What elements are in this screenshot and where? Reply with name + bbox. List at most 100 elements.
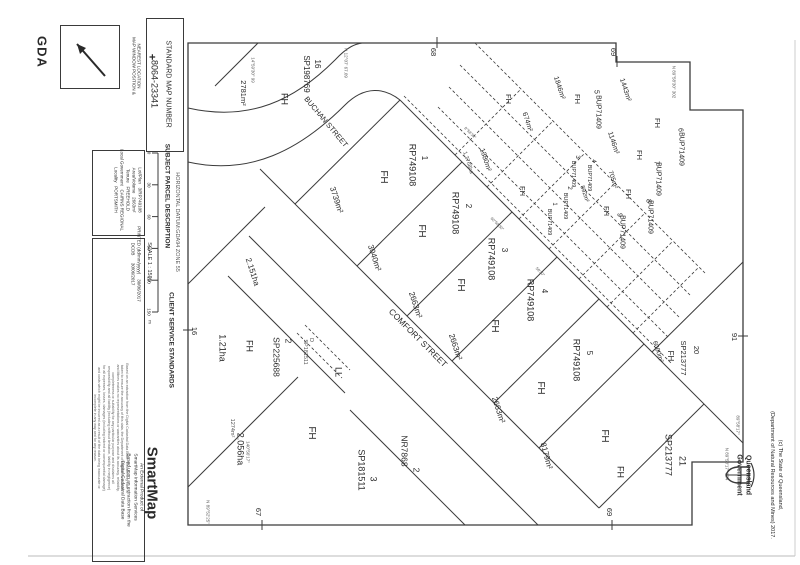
- parcel-boundary-line: [459, 64, 691, 296]
- parcel-boundary-line: [399, 99, 744, 444]
- smartmap-tagline-1: An External Product of: [138, 463, 144, 511]
- map-label: FH: [306, 426, 317, 440]
- map-label: FH: [652, 118, 662, 128]
- scale-unit: m: [147, 320, 153, 324]
- printed-label: PRINTED (dd/mm/yyyy): [136, 226, 142, 275]
- parcel-boundary-line: [538, 343, 645, 449]
- parcel-boundary-line: [187, 206, 266, 285]
- map-window-note-1: MAP WINDOW POSITION &: [131, 37, 137, 95]
- map-label: 4: [590, 159, 596, 163]
- map-label: N 89°52'25": [205, 500, 211, 524]
- printed-value: 30/06/2017: [136, 279, 142, 302]
- map-label: RP749108: [571, 338, 582, 382]
- subject-parcel-description-title: SUBJECT PARCEL DESCRIPTION: [163, 143, 171, 249]
- disclaimer-line: and costs which might be incurred as a r…: [97, 367, 102, 489]
- map-label: 2781m²: [238, 80, 248, 106]
- scale-tick-label: 120: [146, 276, 152, 284]
- map-label: 1274m²: [228, 418, 235, 438]
- scale-tick-label: 150: [146, 308, 152, 316]
- north-arrow-box: [60, 25, 120, 89]
- smartmap-tagline-3: Based upon an extraction from the: [125, 453, 131, 527]
- dcdb-value: 30/06/2017: [130, 262, 136, 286]
- standard-map-number-title: STANDARD MAP NUMBER: [164, 40, 172, 128]
- parcel-row-value: 2663m²: [131, 197, 137, 213]
- map-label: NR7868: [399, 435, 410, 467]
- dcdb-label: DCDB: [130, 242, 136, 256]
- map-label: 5: [585, 350, 594, 356]
- copyright-line-1: (c) The State of Queensland,: [776, 439, 783, 511]
- map-label: 14°59'30" 99: [250, 57, 256, 83]
- parcel-row: Lot/Plan 3/RP749108: [137, 167, 142, 212]
- map-label: FH: [489, 319, 500, 333]
- client-service-standards-title: CLIENT SERVICE STANDARDS: [167, 292, 175, 388]
- printed-date-row: PRINTED (dd/mm/yyyy) 30/06/2017: [136, 226, 141, 302]
- parcel-row-label: Area/Volume: [131, 167, 137, 194]
- map-label: BUP71409: [618, 215, 626, 249]
- map-label: SP181511: [356, 449, 367, 491]
- map-label: FH: [517, 186, 527, 196]
- map-label: 3: [574, 155, 580, 159]
- map-border: [187, 42, 744, 526]
- map-label: FH: [599, 429, 610, 443]
- parcel-boundary-line: [259, 168, 600, 509]
- map-label: FH: [503, 94, 513, 104]
- map-label: FH: [666, 350, 675, 362]
- map-label: BUP71409: [585, 164, 592, 192]
- parcel-boundary-line: [448, 86, 680, 318]
- map-label: BUP71409: [561, 192, 568, 220]
- map-label: BUP71409: [654, 162, 662, 196]
- disclaimer-line: responsibility and all liability (includ…: [106, 365, 111, 491]
- map-label: 2: [464, 203, 473, 209]
- edge-number: 69: [604, 507, 614, 517]
- parcel-boundary-line: [296, 332, 343, 379]
- map-label: SP213777: [663, 433, 674, 477]
- parcel-row-label: Local Government: [119, 148, 125, 186]
- map-label: SP213777: [678, 340, 688, 376]
- map-label: D: [307, 338, 314, 342]
- map-label: SP225688: [271, 337, 282, 377]
- parcel-boundary-line: [437, 106, 669, 338]
- map-window-note-2: NEAREST LOCATION: [136, 43, 142, 89]
- scale-tick-label: 0: [146, 151, 152, 155]
- parcel-row-value: FREEHOLD: [125, 186, 131, 212]
- map-label: FH: [279, 93, 290, 105]
- map-label: FH: [378, 170, 389, 184]
- parcel-boundary-line: [474, 42, 706, 274]
- client-service-standards-box: [92, 238, 145, 562]
- parcel-boundary-line: [451, 256, 558, 362]
- parcel-row-label: Locality: [113, 167, 119, 183]
- north-arrow-icon: [76, 43, 106, 77]
- smartmap-tagline-4: Digital Cadastral Data Base: [119, 460, 125, 520]
- parcel-boundary-line: [214, 42, 259, 87]
- map-label: 16: [313, 59, 322, 69]
- map-label: FH: [455, 278, 466, 292]
- parcel-boundary-line: [187, 376, 299, 488]
- parcel-boundary-line: [651, 261, 744, 353]
- parcel-row-value: 3/RP749108: [137, 187, 143, 213]
- parcel-boundary-line: [578, 212, 646, 280]
- map-label: 3: [368, 476, 379, 482]
- parcel-boundary-line: [304, 324, 351, 371]
- map-label: BUP71409: [677, 132, 685, 166]
- edge-number: 69: [608, 47, 618, 57]
- parcel-row: Local Government CAIRNS REGIONAL: [119, 149, 124, 231]
- queensland-government-crest: [685, 455, 755, 495]
- parcel-boundary-line: [227, 275, 346, 394]
- map-label: 140°56'17": [245, 441, 251, 463]
- disclaimer-line: completeness or suitability for any part…: [110, 372, 115, 484]
- map-label: 89°58'17": [735, 415, 741, 435]
- map-label: 2: [283, 338, 294, 344]
- disclaimer-line: for all expenses, losses, damages (inclu…: [101, 365, 106, 491]
- dcdb-date-row: DCDB 30/06/2017: [130, 243, 135, 286]
- parcel-boundary-line: [598, 403, 705, 509]
- map-label: RP749108: [525, 278, 536, 322]
- map-label: N 89°58'30" 302: [671, 65, 677, 99]
- smartmap-logo: SmartMap: [143, 446, 161, 520]
- map-label: 2: [411, 467, 422, 473]
- scale-tick-label: 90: [146, 245, 152, 251]
- parcel-boundary-line: [486, 120, 554, 188]
- copyright-line-2: (Department of Natural Resources and Min…: [768, 411, 775, 539]
- edge-number: 67: [253, 507, 263, 517]
